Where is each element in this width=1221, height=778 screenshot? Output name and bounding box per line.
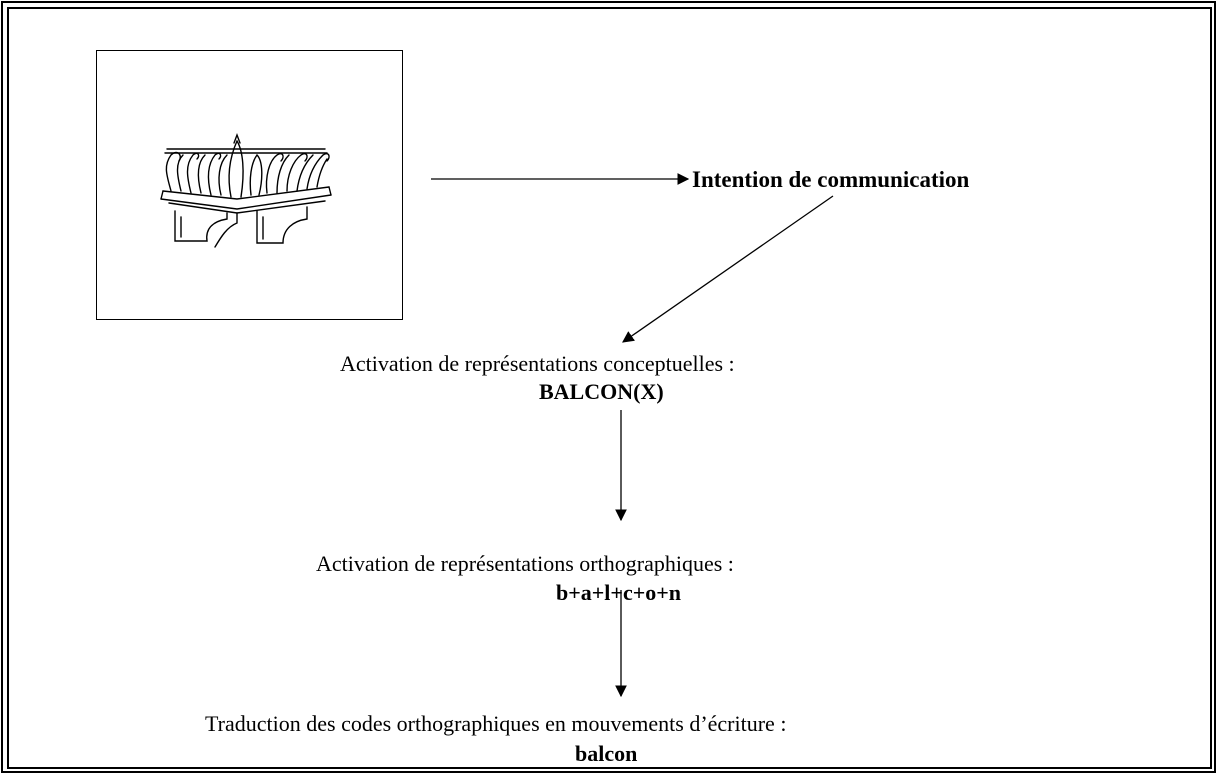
step2-value: b+a+l+c+o+n [556, 580, 682, 605]
step2-heading: Activation de représentations orthograph… [316, 551, 734, 576]
arrow-intention-to-step1 [622, 195, 834, 343]
step1-value: BALCON(X) [539, 379, 664, 404]
inner-frame [7, 7, 1212, 769]
balcony-picture-box [96, 50, 403, 320]
balcony-drawing-icon [160, 133, 332, 248]
step1-heading: Activation de représentations conceptuel… [340, 351, 735, 376]
step3-value: balcon [575, 741, 638, 766]
intention-label: Intention de communication [692, 167, 970, 192]
step3-heading: Traduction des codes orthographiques en … [205, 711, 787, 736]
